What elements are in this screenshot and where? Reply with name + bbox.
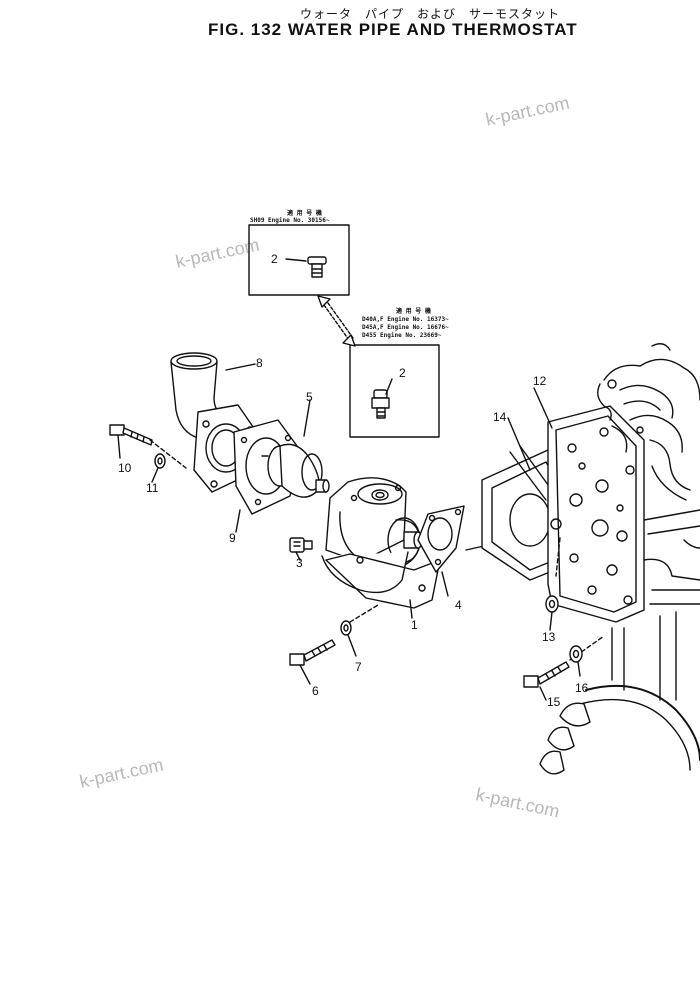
part-15-bolt: [523, 635, 605, 701]
callout-part-14: 14: [493, 410, 507, 424]
inset-box-top: [248, 224, 350, 296]
callout-part-9: 9: [229, 531, 236, 545]
part-10-bolt: [109, 424, 187, 469]
callout-part-4: 4: [455, 598, 462, 612]
part-5-thermostat: [261, 399, 330, 498]
inset-bottom-line: D45A,F Engine No. 16676~: [362, 324, 449, 331]
callout-part-2-bottom: 2: [399, 366, 406, 380]
inset-box-bottom: [349, 344, 440, 438]
callout-part-15: 15: [547, 695, 561, 709]
part-11-washer: [151, 453, 166, 483]
part-2-plug-top: [285, 256, 327, 278]
engine-block-outline: [597, 343, 700, 701]
part-1-thermostat-housing: [321, 477, 441, 619]
callout-part-5: 5: [306, 390, 313, 404]
callout-part-16: 16: [575, 681, 589, 695]
part-12-cover-plate: [533, 387, 645, 623]
part-2-plug-bottom: [371, 378, 393, 419]
inset-connector-arrow: [317, 295, 356, 347]
title-english: FIG. 132 WATER PIPE AND THERMOSTAT: [208, 20, 578, 39]
inset-bottom-header: 適 用 号 機: [396, 308, 431, 315]
callout-part-10: 10: [118, 461, 132, 475]
title-japanese: ウォータ パイプ および サーモスタット: [300, 7, 561, 21]
lower-housing-arc: [539, 684, 700, 775]
callout-part-7: 7: [355, 660, 362, 674]
callout-part-2-top: 2: [271, 252, 278, 266]
part-13-washer: [545, 595, 559, 631]
callout-part-1: 1: [411, 618, 418, 632]
inset-top-header: 適 用 号 機: [287, 210, 322, 217]
callout-part-3: 3: [296, 556, 303, 570]
inset-bottom-line: D40A,F Engine No. 16373~: [362, 316, 449, 323]
callout-part-11: 11: [146, 481, 159, 495]
part-7-washer: [340, 604, 379, 657]
inset-top-line: SH09 Engine No. 30156~: [250, 217, 330, 224]
part-3-plug: [289, 537, 313, 561]
callout-part-12: 12: [533, 374, 547, 388]
part-4-gasket: [417, 505, 485, 597]
callout-part-13: 13: [542, 630, 556, 644]
inset-bottom-line: D455 Engine No. 23669~: [362, 332, 442, 339]
part-16-washer: [569, 645, 583, 677]
callout-part-8: 8: [256, 356, 263, 370]
part-6-bolt: [289, 639, 336, 685]
callout-part-6: 6: [312, 684, 319, 698]
